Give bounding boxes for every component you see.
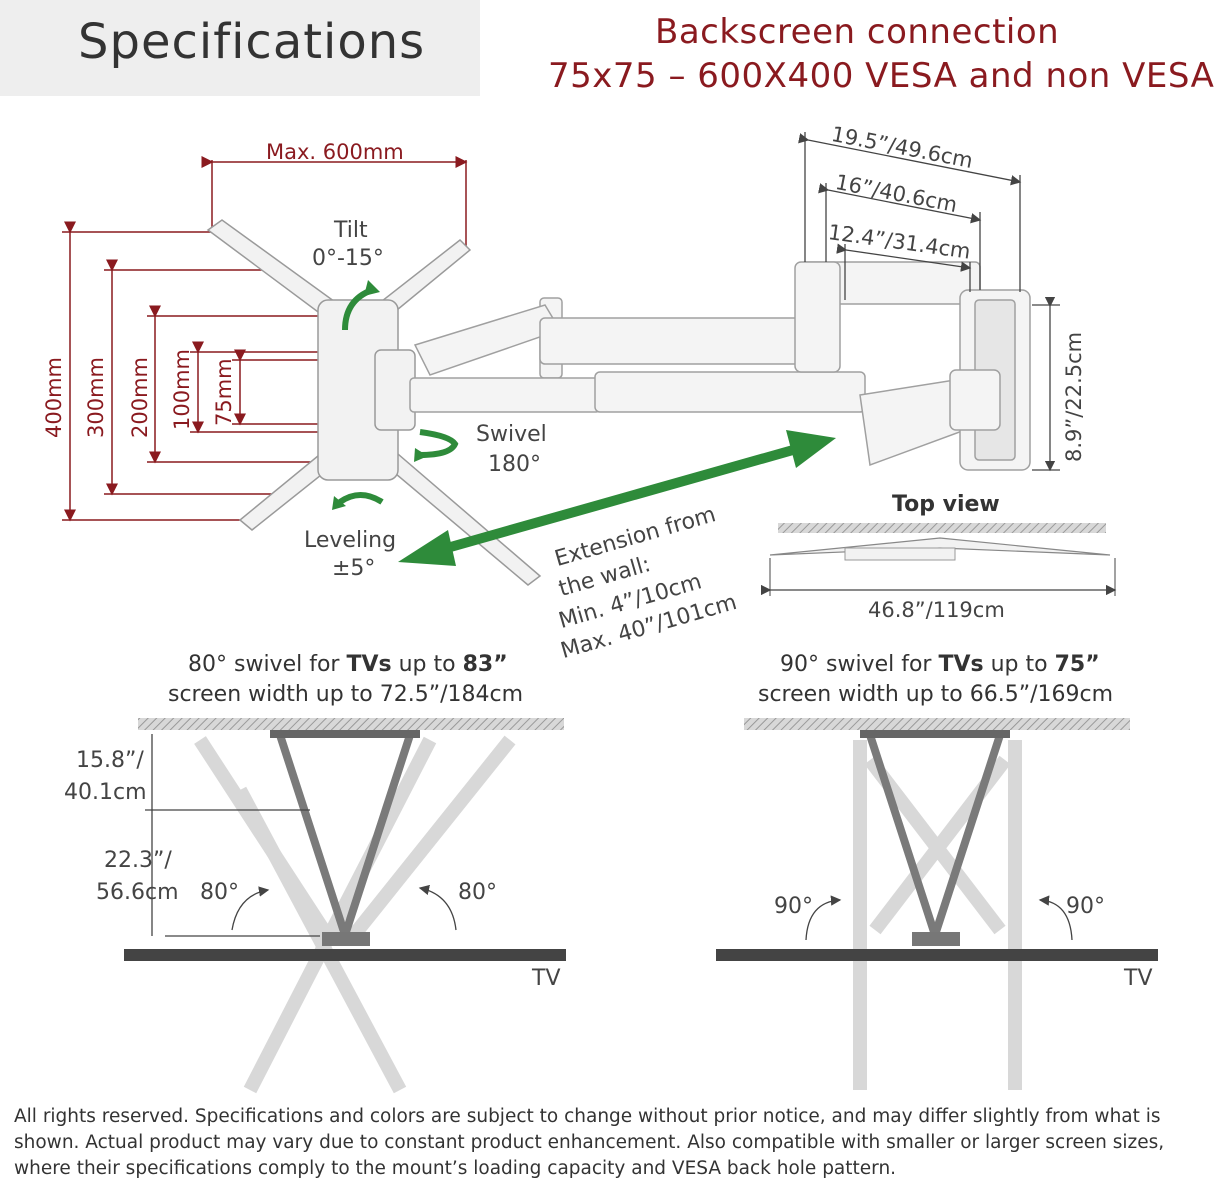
vesa-height-200: 200mm [128,357,152,438]
top-view-title: Top view [892,492,1000,517]
right-tv-label: TV [1124,966,1153,991]
vesa-height-100: 100mm [170,349,194,430]
vesa-height-300: 300mm [84,357,108,438]
vesa-dimension-lines [62,156,468,522]
left-angle-left: 80° [200,880,239,905]
disclaimer-text: All rights reserved. Specifications and … [14,1106,1165,1179]
extension-arrow-icon [398,430,836,566]
left-caption-line1: 80° swivel for TVs up to 83” [188,652,508,677]
right-caption-line1: 90° swivel for TVs up to 75” [780,652,1100,677]
left-distance-2b: 56.6cm [96,880,179,905]
right-angle-right: 90° [1066,894,1105,919]
max-width-label: Max. 600mm [266,140,404,164]
backscreen-heading: Backscreen connection [655,12,1060,52]
left-distance-1a: 15.8”/ [76,748,144,773]
arm-height: 8.9”/22.5cm [1062,331,1086,462]
vesa-range: 75x75 – 600X400 VESA and non VESA [548,56,1214,96]
tilt-value: 0°-15° [312,246,384,271]
vesa-height-75: 75mm [212,358,236,426]
top-view-width: 46.8”/119cm [868,598,1005,622]
left-angle-right: 80° [458,880,497,905]
leveling-label: Leveling [304,528,397,553]
left-distance-1b: 40.1cm [64,780,147,805]
swivel-diagram-right [716,718,1158,1090]
tilt-label: Tilt [334,218,368,243]
top-view-diagram [760,523,1117,596]
swivel-arrow-icon [419,429,459,458]
right-angle-left: 90° [774,894,813,919]
leveling-value: ±5° [332,556,376,581]
leveling-arrow-icon [338,492,384,505]
right-caption-line2: screen width up to 66.5”/169cm [758,682,1114,707]
arm-dimension-lines [798,132,1060,472]
left-tv-label: TV [532,966,561,991]
swivel-diagram-left [124,718,566,1094]
swivel-value: 180° [488,452,541,477]
title-background [0,0,480,96]
vesa-height-400: 400mm [42,357,66,438]
page-title: Specifications [78,14,426,70]
vesa-plate [206,219,542,586]
left-distance-2a: 22.3”/ [104,848,172,873]
swivel-label: Swivel [476,422,547,447]
articulating-arm [409,261,1031,471]
left-caption-line2: screen width up to 72.5”/184cm [168,682,524,707]
